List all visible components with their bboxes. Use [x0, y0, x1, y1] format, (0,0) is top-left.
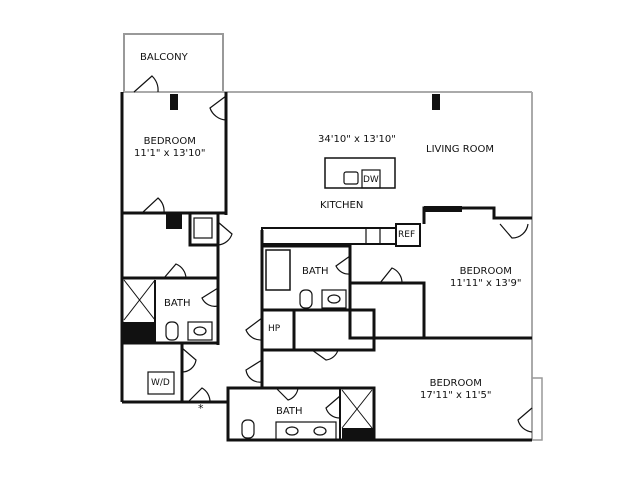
bath2-outline	[260, 244, 352, 312]
shower3-x	[341, 389, 373, 429]
bathtub	[265, 249, 291, 291]
refrigerator	[395, 223, 421, 247]
fixture-washer-dryer: W/D	[151, 378, 170, 388]
dishwasher	[361, 169, 381, 189]
kitchen-island	[324, 157, 396, 189]
shower1-x	[123, 279, 156, 321]
note-marker: *	[198, 402, 204, 415]
room-label-bath-1: BATH	[164, 298, 191, 309]
wall-bedroom2-top	[422, 206, 532, 224]
room-label-balcony: BALCONY	[140, 52, 188, 63]
room-label-bath-3: BATH	[276, 406, 303, 417]
fixture-refrigerator: REF	[398, 230, 416, 240]
fixture-dishwasher: DW	[363, 175, 379, 185]
room-label-living: LIVING ROOM	[426, 144, 495, 155]
closet-box	[188, 211, 220, 247]
room-label-bath-2: BATH	[302, 266, 329, 277]
room-dims-living: 34'10" x 13'10"	[318, 134, 396, 145]
closet-2	[292, 308, 376, 352]
sink	[343, 171, 359, 185]
fixture-heat-pump: HP	[268, 324, 281, 334]
kitchen-counter	[261, 227, 397, 245]
bay-bracket	[532, 377, 543, 441]
room-label-kitchen: KITCHEN	[320, 200, 364, 211]
